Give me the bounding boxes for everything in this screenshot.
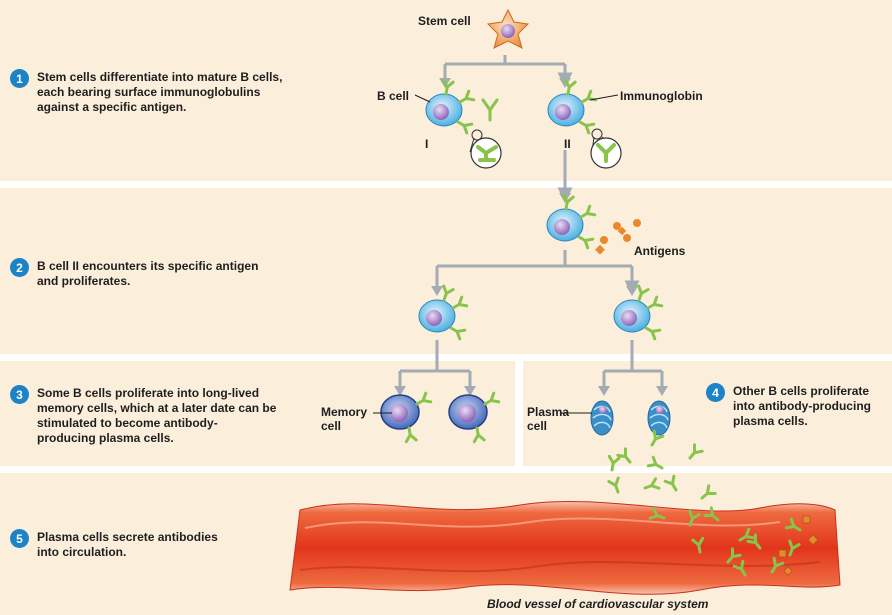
plasma-cell-label-line-2: cell [527,419,548,433]
step-4: 4 Other B cells proliferate into antibod… [706,383,871,429]
step-2-line-1: B cell II encounters its specific antige… [37,259,259,273]
step-2-text: B cell II encounters its specific antige… [37,259,258,289]
plasma-cell-left [590,400,614,436]
stem-cell-label: Stem cell [418,14,471,28]
step-5-badge: 5 [10,529,29,548]
antigens-label: Antigens [634,244,686,258]
b-cell-left [418,284,469,341]
blood-vessel [289,500,841,595]
step-1: 1 Stem cells differentiate into mature B… [10,69,282,115]
step-3-text: Some B cells proliferate into long-lived… [37,386,276,446]
stem-cell [486,8,530,49]
panel-step-3 [0,361,515,466]
step-3-line-1: Some B cells proliferate into long-lived [37,386,260,400]
pointer-lines [373,94,619,414]
b-cell-two-numeral: II [564,137,571,151]
memory-cell-left [380,391,433,444]
memory-cell-label: Memory cell [321,405,367,433]
step-3: 3 Some B cells proliferate into long-liv… [10,385,276,446]
step-1-text: Stem cells differentiate into mature B c… [37,70,282,115]
step-1-badge: 1 [10,69,29,88]
step-2: 2 B cell II encounters its specific anti… [10,258,258,289]
plasma-cell-right [647,400,671,436]
step-5-text: Plasma cells secrete antibodies into cir… [37,530,218,560]
step-1-line-3: against a specific antigen. [37,100,187,114]
step-1-line-1: Stem cells differentiate into mature B c… [37,70,283,84]
memory-cell-right [448,391,501,444]
step-4-line-2: into antibody-producing [733,399,871,413]
vessel-caption: Blood vessel of cardiovascular system [487,597,709,611]
step-4-line-1: Other B cells proliferate [733,384,870,398]
plasma-cell-label-line-1: Plasma [527,405,570,419]
step-5-line-2: into circulation. [37,545,127,559]
b-cell-one-numeral: I [425,137,429,151]
step-4-text: Other B cells proliferate into antibody-… [733,384,871,429]
plasma-cell-label: Plasma cell [527,405,569,433]
step-4-badge: 4 [706,383,725,402]
b-cell-label: B cell [377,89,410,103]
step-2-badge: 2 [10,258,29,277]
b-cell-right [613,284,664,341]
step-1-line-2: each bearing surface immunoglobulins [37,85,261,99]
memory-cell-label-line-1: Memory [321,405,368,419]
step-4-line-3: plasma cells. [733,414,808,428]
memory-cell-label-line-2: cell [321,419,342,433]
b-cell-two [547,78,622,169]
activated-b-cell [546,193,597,250]
step-3-line-4: producing plasma cells. [37,431,174,445]
immunoglobin-label: Immunoglobin [620,89,703,103]
step-5-line-1: Plasma cells secrete antibodies [37,530,218,544]
step-3-badge: 3 [10,385,29,404]
step-3-line-3: stimulated to become antibody- [37,416,218,430]
step-5: 5 Plasma cells secrete antibodies into c… [10,529,218,560]
step-3-line-2: memory cells, which at a later date can … [37,401,277,415]
flow-arrows [398,55,664,388]
bound-antigens [778,515,819,576]
step-2-line-2: and proliferates. [37,274,131,288]
b-cell-one [425,78,502,169]
